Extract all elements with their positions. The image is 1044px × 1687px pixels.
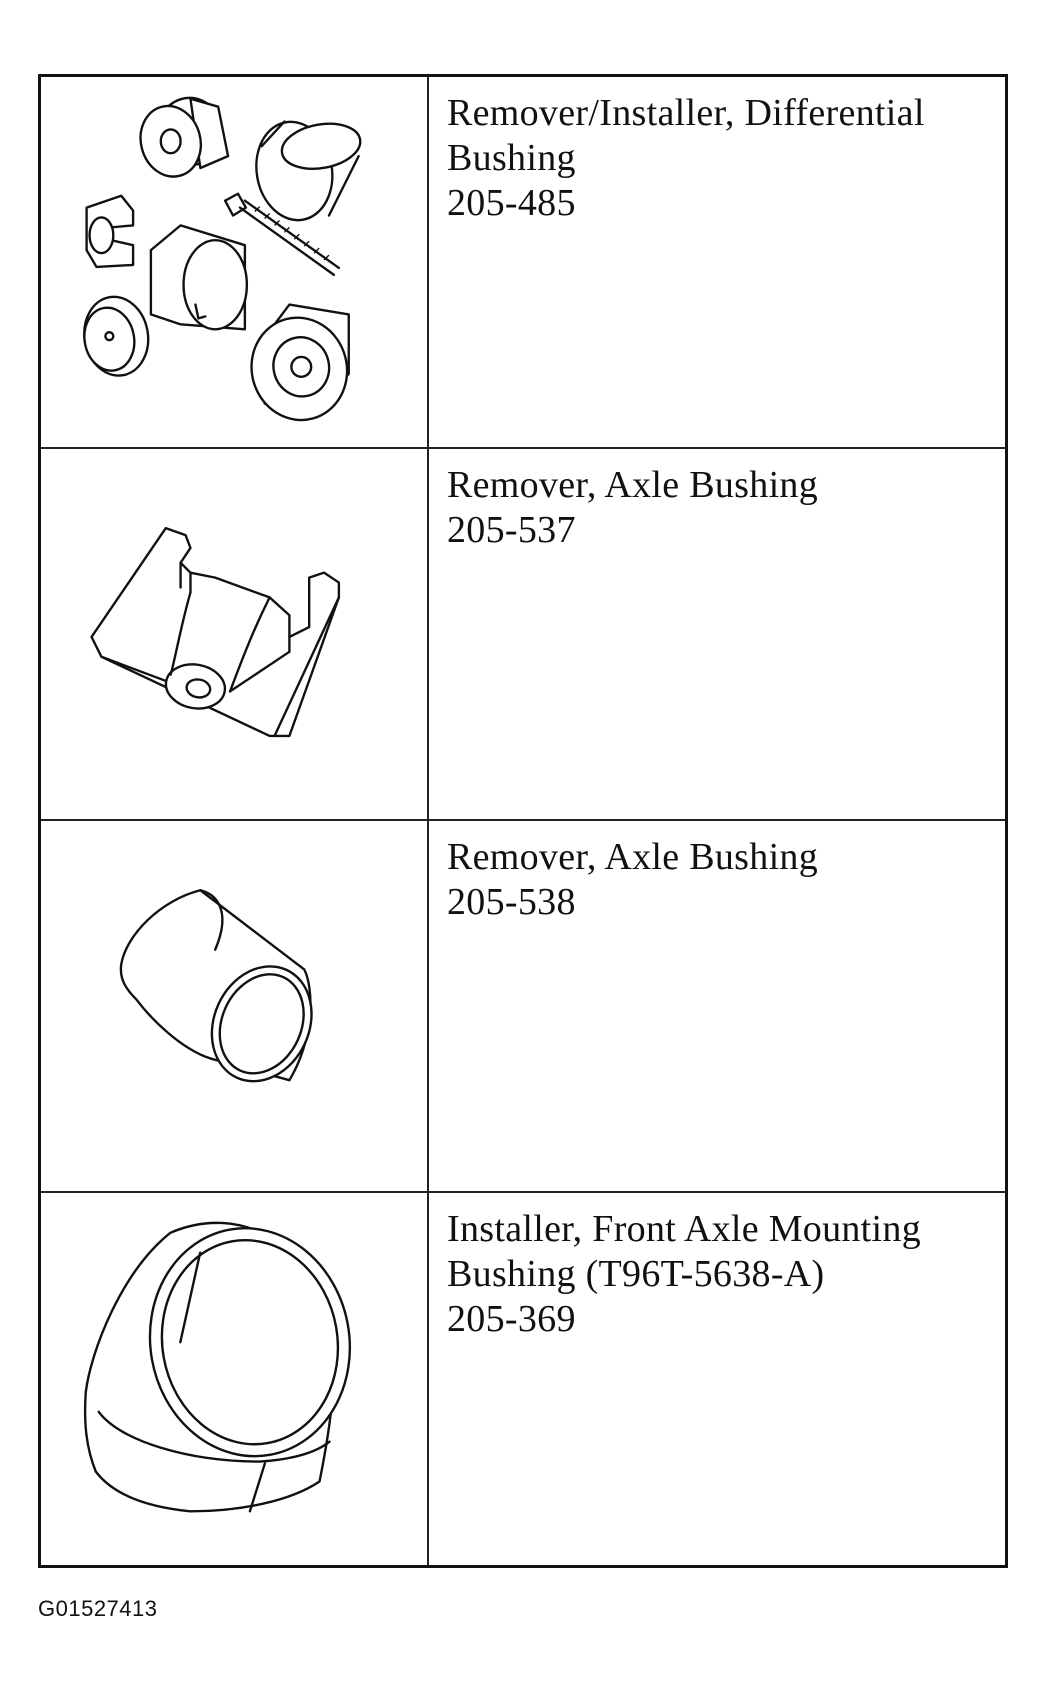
small-adapter-disc-part <box>83 295 150 377</box>
fork-adapter-part <box>85 194 135 269</box>
pilot-bushing-part <box>139 96 230 178</box>
axle-bushing-remover-bracket-illustration <box>90 526 341 738</box>
figure-code: G01527413 <box>38 1596 158 1621</box>
differential-bushing-tool-set-illustration <box>83 96 362 422</box>
tool-name: Remover/Installer, Differential <box>447 92 925 134</box>
receiver-ring-part <box>255 120 362 222</box>
tool-name: Remover, Axle Bushing <box>447 836 819 878</box>
tool-description-205-485: Remover/Installer, Differential Bushing … <box>429 77 1005 449</box>
split-sleeve-part <box>149 224 249 331</box>
tool-number: 205-537 <box>447 509 576 551</box>
tool-description-205-537: Remover, Axle Bushing 205-537 <box>429 449 1005 821</box>
large-receiver-cup-part <box>250 303 350 422</box>
tool-description-205-538: Remover, Axle Bushing 205-538 <box>429 821 1005 1193</box>
tool-illustration-205-537 <box>41 449 429 821</box>
axle-bushing-remover-cylinder-illustration <box>119 889 313 1083</box>
special-tools-table: Remover/Installer, Differential Bushing … <box>38 74 1008 1568</box>
tool-number: 205-369 <box>447 1298 576 1340</box>
tool-number: 205-485 <box>447 182 576 224</box>
tool-name-continued: Bushing (T96T-5638-A) <box>447 1253 825 1295</box>
tool-name-continued: Bushing <box>447 137 576 179</box>
threaded-rod-part <box>223 192 341 277</box>
front-axle-bushing-installer-sleeve-illustration <box>83 1221 352 1513</box>
tool-number: 205-538 <box>447 881 576 923</box>
tool-illustration-205-369 <box>41 1193 429 1565</box>
tool-illustration-205-538 <box>41 821 429 1193</box>
tool-description-205-369: Installer, Front Axle Mounting Bushing (… <box>429 1193 1005 1565</box>
tool-illustration-205-485 <box>41 77 429 449</box>
tool-name: Installer, Front Axle Mounting <box>447 1208 921 1250</box>
tool-name: Remover, Axle Bushing <box>447 464 819 506</box>
